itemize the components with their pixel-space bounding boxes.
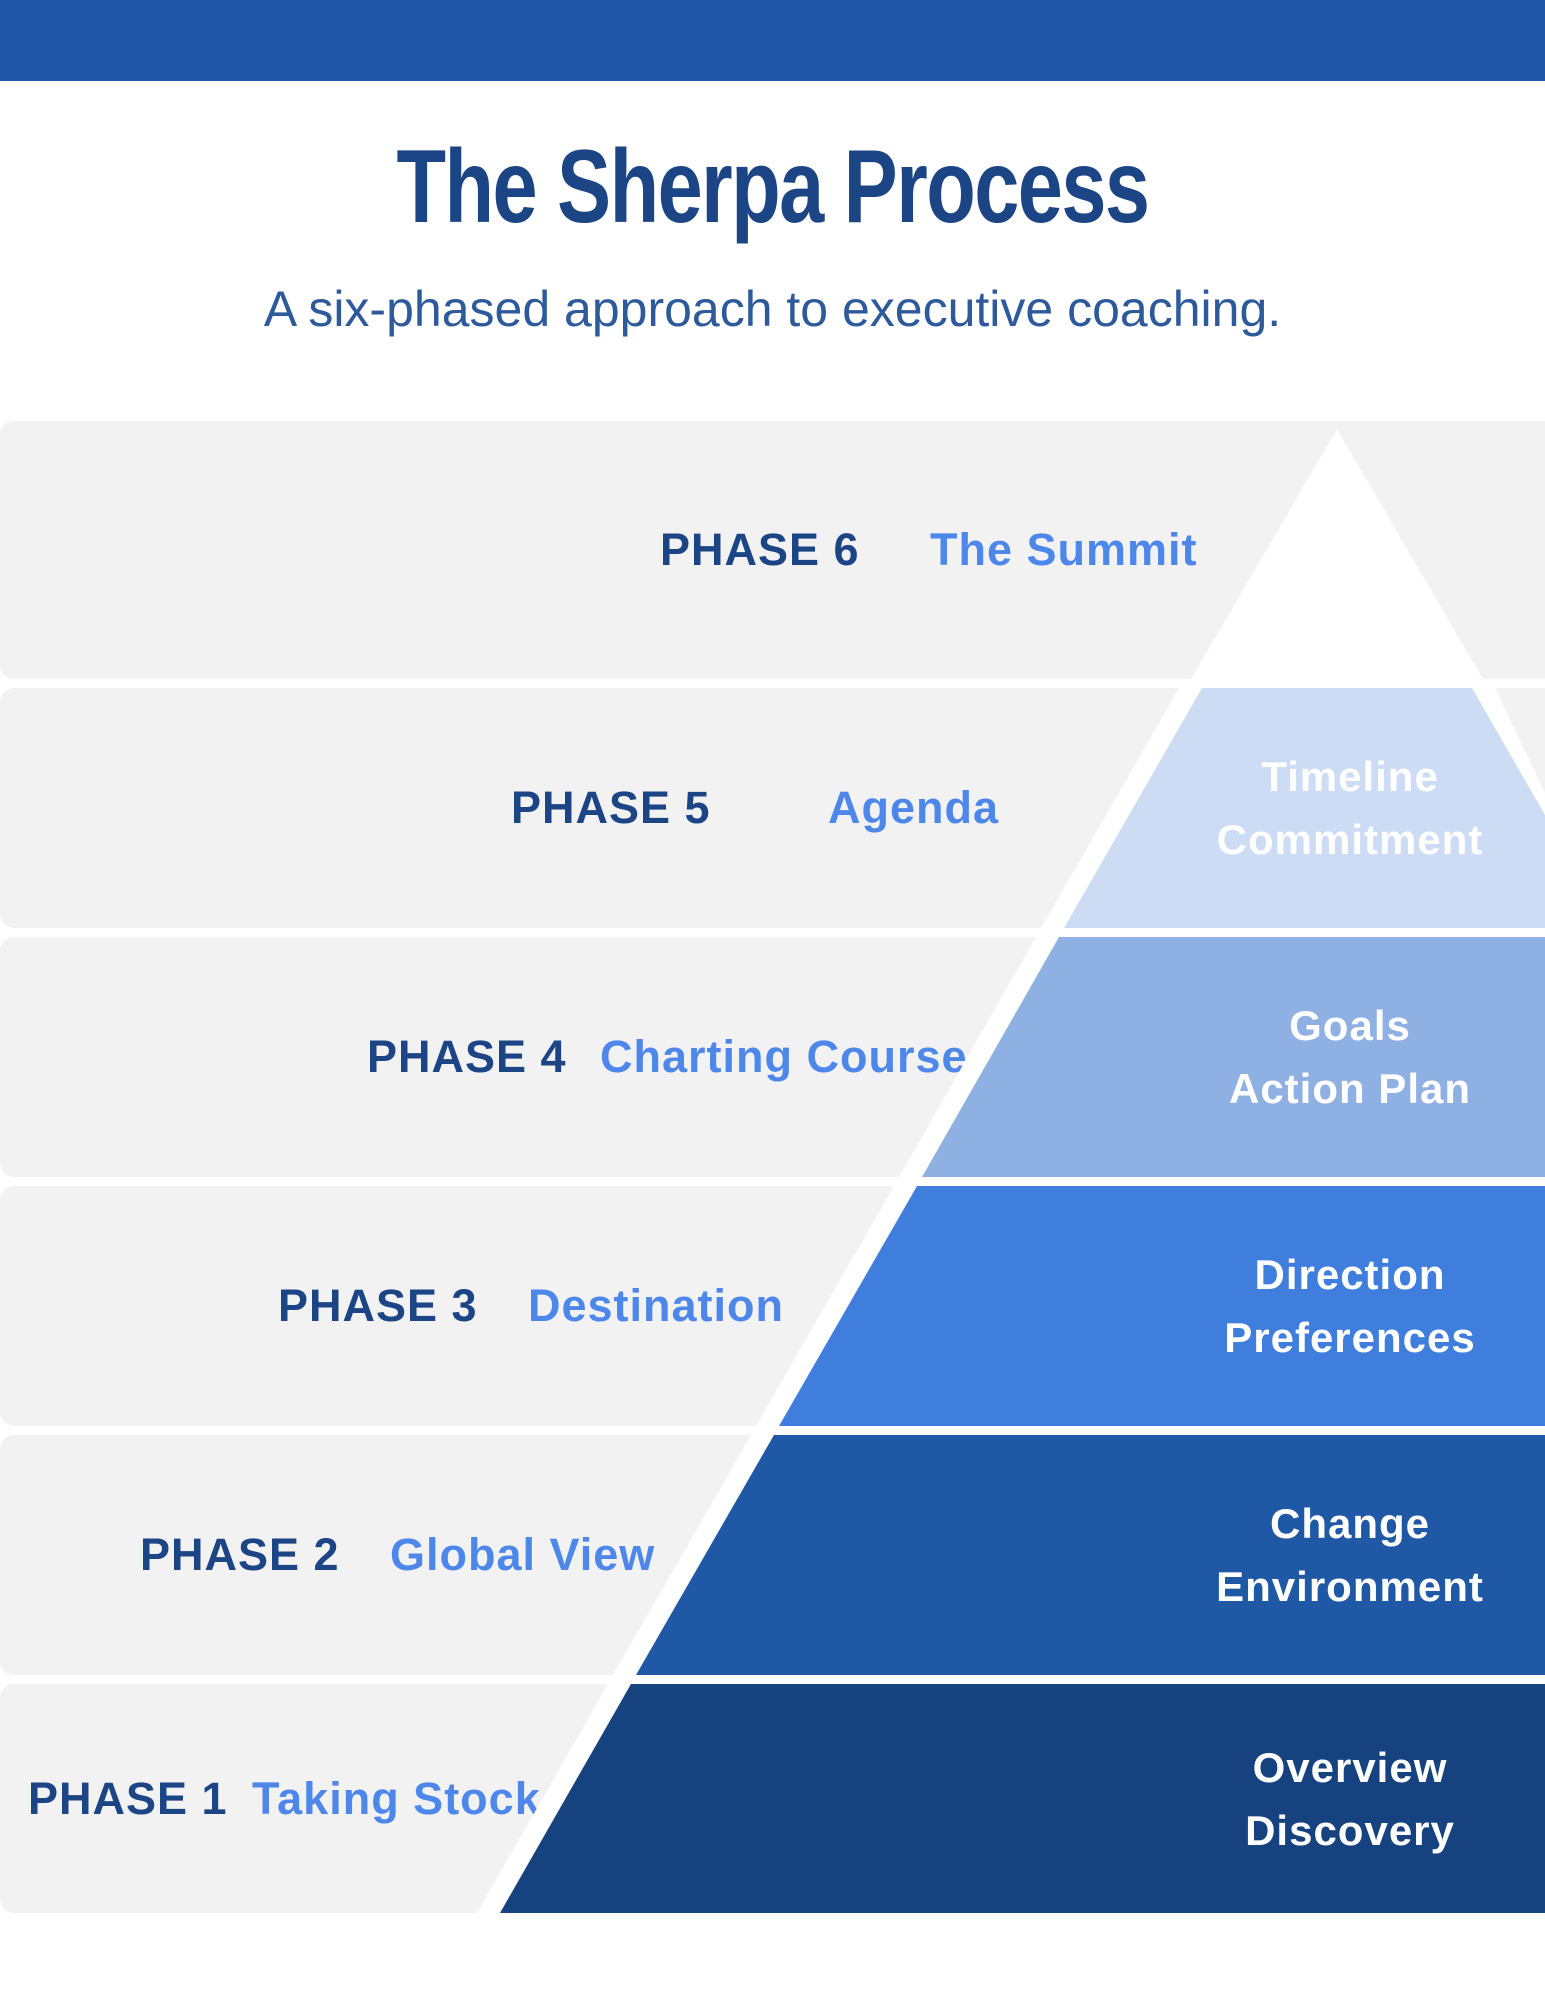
phase-4-title: Charting Course [600, 1031, 968, 1082]
segment-4-line-2: Action Plan [1228, 1065, 1472, 1112]
segment-2-line-1: Change [1269, 1500, 1430, 1547]
pyramid-segment-1: Overview Discovery [500, 1684, 1545, 1913]
page-title: The Sherpa Process [396, 129, 1150, 245]
segment-2-line-2: Environment [1216, 1563, 1484, 1610]
phase-3-title: Destination [528, 1280, 785, 1331]
segment-4-label: Goals Action Plan [1155, 994, 1545, 1120]
segment-3-line-1: Direction [1254, 1251, 1446, 1298]
phase-5-number: PHASE 5 [511, 782, 711, 833]
top-accent-bar [0, 0, 1545, 81]
phase-6-number: PHASE 6 [660, 524, 860, 575]
segment-5-line-1: Timeline [1261, 753, 1439, 800]
phase-1-number: PHASE 1 [28, 1772, 228, 1824]
segment-1-line-2: Discovery [1245, 1806, 1455, 1854]
page-subtitle: A six-phased approach to executive coach… [263, 281, 1282, 337]
segment-5-label: Timeline Commitment [1155, 745, 1545, 871]
phase-5-title: Agenda [828, 782, 1000, 833]
segment-1-label: Overview Discovery [1155, 1736, 1545, 1862]
phase-2-number: PHASE 2 [140, 1529, 340, 1580]
phase-4-number: PHASE 4 [367, 1031, 567, 1082]
pyramid-segment-3: Direction Preferences [779, 1186, 1545, 1426]
segment-5-line-2: Commitment [1216, 816, 1484, 863]
segment-3-label: Direction Preferences [1155, 1243, 1545, 1369]
phase-3-number: PHASE 3 [278, 1280, 478, 1331]
phase-6-title: The Summit [930, 524, 1198, 575]
segment-3-line-2: Preferences [1224, 1314, 1476, 1361]
segment-1-line-1: Overview [1252, 1743, 1448, 1791]
segment-4-line-1: Goals [1289, 1002, 1411, 1049]
phase-1-title: Taking Stock [252, 1772, 541, 1824]
pyramid-segment-2: Change Environment [636, 1435, 1545, 1675]
phase-2-title: Global View [390, 1529, 656, 1580]
segment-2-label: Change Environment [1155, 1492, 1545, 1618]
